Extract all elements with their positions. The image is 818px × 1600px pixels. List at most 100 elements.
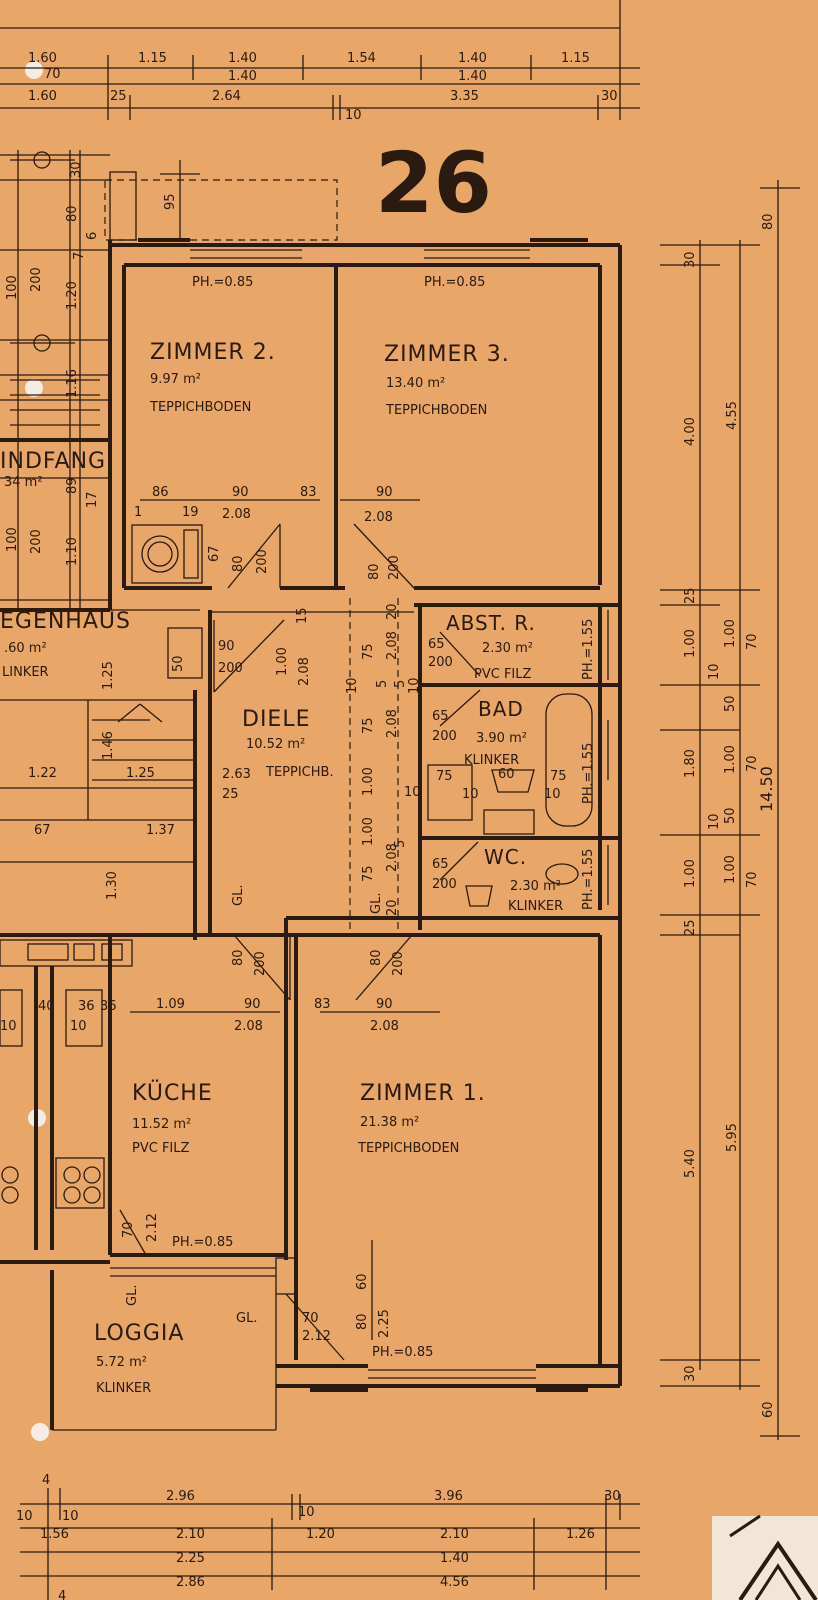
dim-label: 10 [70, 1019, 87, 1034]
room-area-zimmer1: 21.38 m² [360, 1115, 419, 1130]
dim-label: 1.00 [361, 767, 376, 796]
dim-label: 1.40 [440, 1551, 469, 1566]
room-floor-stiegenhaus: LINKER [2, 665, 49, 680]
room-name-zimmer3: ZIMMER 3. [384, 342, 510, 367]
dim-label: 1.25 [126, 766, 155, 781]
room-ph-zimmer2: PH.=0.85 [192, 275, 253, 290]
room-floor-zimmer1: TEPPICHBODEN [357, 1141, 459, 1156]
dim-label: GL. [231, 885, 246, 906]
room-abst: ABST. R. 2.30 m² PVC FILZ PH.=1.55 [446, 611, 596, 682]
dim-label: 1.16 [65, 369, 80, 398]
room-ph-zimmer1: PH.=0.85 [372, 1345, 433, 1360]
dim-label: 1.00 [683, 859, 698, 888]
dim-label: 1.60 [28, 89, 57, 104]
dim-label: 1.56 [40, 1527, 69, 1542]
room-area-loggia: 5.72 m² [96, 1355, 147, 1370]
sheet-number: 26 [375, 134, 492, 232]
dim-label: 200 [387, 555, 402, 580]
room-floor-abst: PVC FILZ [474, 667, 531, 682]
dim-label: 2.08 [385, 709, 400, 738]
dim-label: 25 [683, 587, 698, 604]
dim-label: 2.08 [385, 631, 400, 660]
dim-label: 10 [404, 785, 421, 800]
room-area-zimmer3: 13.40 m² [386, 376, 445, 391]
dim-label: 70 [121, 1221, 136, 1238]
dim-label: 70 [745, 633, 760, 650]
room-bad: BAD 3.90 m² KLINKER PH.=1.55 [464, 697, 596, 804]
corner-logo [712, 1514, 818, 1600]
dim-label: 1.20 [306, 1527, 335, 1542]
dim-label: 60 [498, 767, 515, 782]
room-name-windfang: INDFANG [0, 449, 106, 474]
dim-label: 90 [232, 485, 249, 500]
dim-label: 17 [85, 491, 100, 508]
room-name-abst: ABST. R. [446, 611, 536, 635]
dim-label: 2.10 [176, 1527, 205, 1542]
punch-hole [25, 61, 43, 79]
dim-label: 200 [255, 549, 270, 574]
dim-label: 2.96 [166, 1489, 195, 1504]
room-loggia: LOGGIA 5.72 m² KLINKER [94, 1321, 183, 1396]
dim-label: 2.08 [234, 1019, 263, 1034]
dim-label: 1.40 [228, 69, 257, 84]
room-name-zimmer1: ZIMMER 1. [360, 1081, 486, 1106]
room-ph-zimmer3: PH.=0.85 [424, 275, 485, 290]
room-zimmer2: PH.=0.85 ZIMMER 2. 9.97 m² TEPPICHBODEN [149, 275, 276, 415]
dim-label: 20 [385, 899, 400, 916]
left-neighbour: 30 80 95 6 7 100 200 1.20 1.16 89 17 100… [0, 150, 338, 1430]
dim-label: 90 [376, 997, 393, 1012]
dim-label: 60 [761, 1401, 776, 1418]
dim-label: 3.35 [450, 89, 479, 104]
room-name-bad: BAD [478, 697, 524, 721]
dim-label: 80 [761, 213, 776, 230]
dim-label: 1.60 [28, 51, 57, 66]
room-area-diele: 10.52 m² [246, 737, 305, 752]
dim-label: 10 [462, 787, 479, 802]
dim-label: 2.64 [212, 89, 241, 104]
dim-label: 67 [34, 823, 51, 838]
dim-label: 75 [361, 643, 376, 660]
dim-label: 2.08 [385, 843, 400, 872]
room-name-zimmer2: ZIMMER 2. [150, 340, 276, 365]
dim-label: 10 [0, 1019, 17, 1034]
dim-label: 200 [391, 951, 406, 976]
dim-label: 86 [152, 485, 169, 500]
dim-label: 36 [78, 999, 95, 1014]
dim-label: 67 [207, 545, 222, 562]
room-area-windfang: 34 m² [4, 475, 43, 490]
dim-label: 80 [231, 555, 246, 572]
room-area-stiegenhaus: .60 m² [4, 641, 47, 656]
dim-label: 5.95 [725, 1123, 740, 1152]
room-zimmer3: PH.=0.85 ZIMMER 3. 13.40 m² TEPPICHBODEN [384, 275, 510, 418]
room-name-kueche: KÜCHE [132, 1080, 213, 1106]
room-floor-bad: KLINKER [464, 753, 519, 768]
dim-label: 1.46 [101, 731, 116, 760]
dim-label: 1.10 [65, 537, 80, 566]
dim-label: 10 [16, 1509, 33, 1524]
room-ph-abst: PH.=1.55 [581, 619, 596, 680]
room-diele: DIELE 10.52 m² TEPPICHB. [242, 707, 334, 780]
dim-label: 80 [231, 949, 246, 966]
dim-label: 19 [182, 505, 199, 520]
dim-label: 200 [428, 655, 453, 670]
dim-label: 30 [604, 1489, 621, 1504]
dim-label: 80 [355, 1313, 370, 1330]
dim-label: 83 [300, 485, 317, 500]
dim-label: 20 [385, 603, 400, 620]
dim-label: 7 [72, 252, 87, 260]
dim-label: 1.00 [723, 745, 738, 774]
dim-label: 1.00 [361, 817, 376, 846]
dim-label: 1.00 [723, 619, 738, 648]
dim-label: 4 [58, 1589, 66, 1600]
room-area-kueche: 11.52 m² [132, 1117, 191, 1132]
dim-label: 2.86 [176, 1575, 205, 1590]
dim-label: 60 [355, 1273, 370, 1290]
dim-label: 200 [218, 661, 243, 676]
dim-label: 1.00 [723, 855, 738, 884]
dim-label: 30 [683, 1365, 698, 1382]
dim-label: GL. [125, 1285, 140, 1306]
dim-label: 95 [163, 193, 178, 210]
room-ph-wc: PH.=1.55 [581, 849, 596, 910]
dim-label: 70 [44, 67, 61, 82]
dim-label: GL. [236, 1311, 257, 1326]
